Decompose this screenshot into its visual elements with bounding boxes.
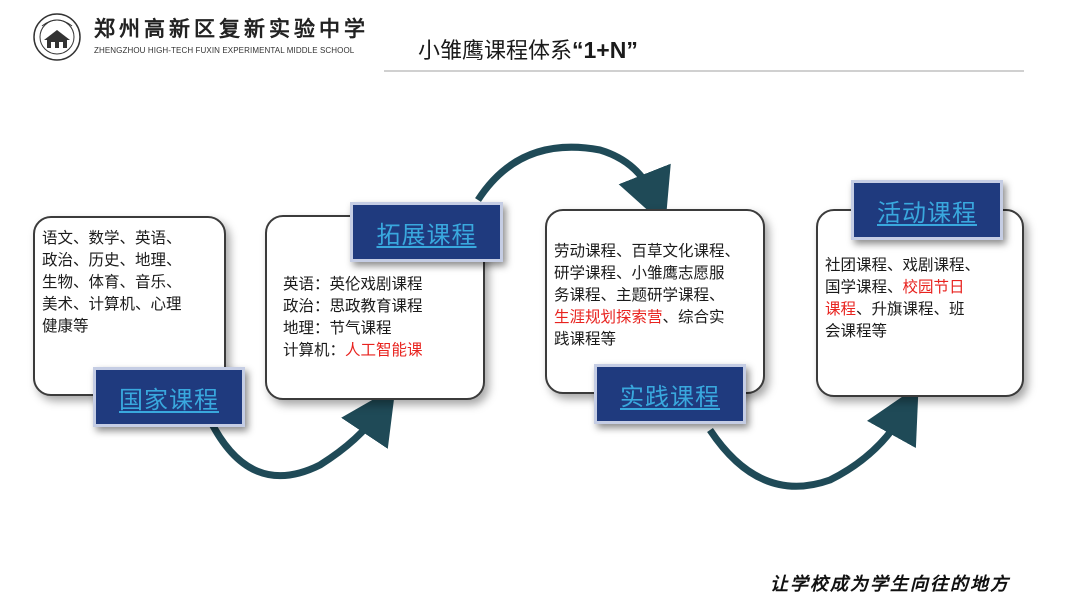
card-activity-text: 社团课程、戏剧课程、 国学课程、校园节日 课程、升旗课程、班 会课程等 [825, 254, 980, 342]
title-prefix: 小雏鹰课程体系 [418, 39, 573, 64]
badge-extended-label: 拓展课程 [376, 220, 477, 249]
arrow-1 [206, 386, 396, 480]
card-practice [545, 209, 765, 394]
badge-activity: 活动课程 [851, 180, 1003, 240]
text-line: 课程、升旗课程、班 [825, 298, 980, 320]
text-line: 政治：思政教育课程 [283, 297, 423, 315]
text-line: 地理：节气课程 [283, 319, 392, 337]
text-line: 生物、体育、音乐、 [42, 273, 182, 291]
text-line: 生涯规划探索营、综合实 [554, 306, 740, 328]
highlight-text: 校园节日 [902, 278, 965, 296]
page-title: 小雏鹰课程体系“1+N” [418, 33, 638, 65]
badge-extended: 拓展课程 [350, 202, 503, 262]
card-extended-text: 英语：英伦戏剧课程 政治：思政教育课程 地理：节气课程 计算机：人工智能课 [283, 273, 423, 361]
arrow-3 [707, 385, 919, 490]
highlight-text: 生涯规划探索营 [554, 308, 663, 326]
text-line: 践课程等 [554, 330, 617, 348]
text-line: 社团课程、戏剧课程、 [825, 256, 981, 274]
text-line: 务课程、主题研学课程、 [554, 286, 725, 304]
card-practice-text: 劳动课程、百草文化课程、 研学课程、小雏鹰志愿服 务课程、主题研学课程、 生涯规… [554, 240, 740, 350]
text-segment: 国学课程、 [825, 278, 903, 296]
text-line: 劳动课程、百草文化课程、 [554, 242, 741, 260]
arrow-2 [475, 143, 671, 227]
text-line: 国学课程、校园节日 [825, 276, 980, 298]
text-line: 政治、历史、地理、 [42, 251, 182, 269]
text-segment: 计算机： [283, 341, 346, 359]
badge-practice: 实践课程 [594, 364, 746, 424]
highlight-text: 人工智能课 [345, 341, 423, 359]
school-logo [33, 13, 81, 61]
text-line: 健康等 [42, 317, 89, 335]
header-divider [384, 70, 1024, 72]
text-line: 研学课程、小雏鹰志愿服 [554, 264, 725, 282]
school-name-cn: 郑州高新区复新实验中学 [94, 16, 369, 41]
text-line: 会课程等 [825, 322, 888, 340]
slogan: 让学校成为学生向往的地方 [770, 574, 1010, 595]
card-national-text: 语文、数学、英语、 政治、历史、地理、 生物、体育、音乐、 美术、计算机、心理 … [42, 227, 182, 337]
text-line: 语文、数学、英语、 [42, 229, 182, 247]
text-line: 计算机：人工智能课 [283, 339, 423, 361]
text-line: 英语：英伦戏剧课程 [283, 275, 423, 293]
text-segment: 、升旗课程、班 [856, 300, 965, 318]
text-segment: 、综合实 [662, 308, 725, 326]
badge-practice-label: 实践课程 [620, 382, 720, 411]
school-name-en: ZHENGZHOU HIGH-TECH FUXIN EXPERIMENTAL M… [94, 46, 355, 55]
card-national [33, 216, 226, 396]
card-activity [816, 209, 1024, 397]
text-line: 美术、计算机、心理 [42, 295, 182, 313]
badge-national: 国家课程 [93, 367, 245, 427]
highlight-text: 课程 [825, 300, 857, 318]
badge-national-label: 国家课程 [119, 385, 219, 414]
title-suffix: “1+N” [572, 37, 638, 63]
badge-activity-label: 活动课程 [877, 198, 977, 227]
